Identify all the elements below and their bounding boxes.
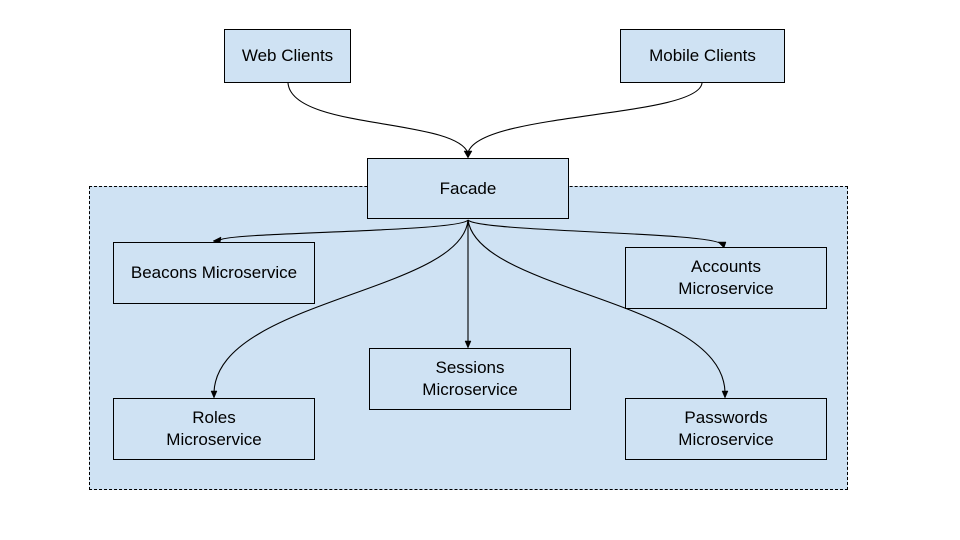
edge-web-clients-to-facade xyxy=(287,82,469,154)
arrowhead-web-clients-to-facade xyxy=(463,150,473,159)
node-accounts-microservice: Accounts Microservice xyxy=(625,247,827,309)
node-facade: Facade xyxy=(367,158,569,219)
node-sessions-microservice: Sessions Microservice xyxy=(369,348,571,410)
node-web-clients: Web Clients xyxy=(224,29,351,83)
node-passwords-microservice: Passwords Microservice xyxy=(625,398,827,460)
node-mobile-clients: Mobile Clients xyxy=(620,29,785,83)
node-beacons-microservice: Beacons Microservice xyxy=(113,242,315,304)
node-roles-microservice: Roles Microservice xyxy=(113,398,315,460)
edge-mobile-clients-to-facade xyxy=(467,82,703,154)
